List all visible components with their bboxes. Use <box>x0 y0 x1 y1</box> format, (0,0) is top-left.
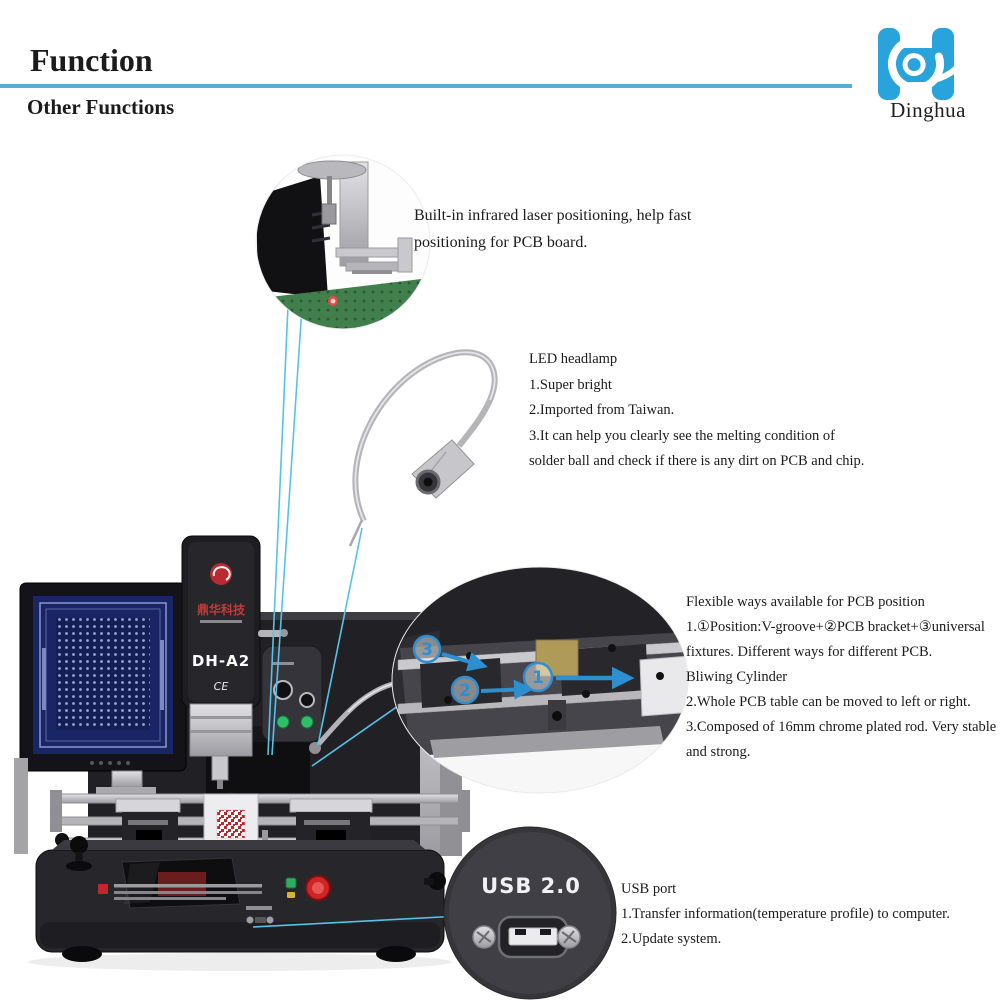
base-plate-logo <box>98 884 108 894</box>
pcb-position-line: Bliwing Cylinder <box>686 669 788 685</box>
connector-usb <box>252 915 461 928</box>
machine-monitor <box>14 582 187 854</box>
marker-2: 2 <box>459 681 471 701</box>
hot-air-head <box>189 703 253 789</box>
base-plate-textline <box>114 884 262 888</box>
pcb-position-title: Flexible ways available for PCB position <box>686 594 925 610</box>
page-subtitle: Other Functions <box>27 95 175 119</box>
callout-connector-lines <box>252 305 461 928</box>
brass-fixture <box>535 639 579 677</box>
marker-circle-3 <box>412 634 442 664</box>
connector-pcb-table <box>311 705 399 767</box>
callout-usb-photo: USB 2.0 <box>443 826 617 1000</box>
accent-divider <box>0 84 852 88</box>
tower-model-label: DH-A2 <box>192 652 250 670</box>
usb-line: 1.Transfer information(temperature profi… <box>621 906 950 922</box>
headlamp-photo <box>348 349 498 547</box>
laser-callout-text: Built-in infrared laser positioning, hel… <box>414 202 691 256</box>
page-title: Function <box>30 42 153 78</box>
marker-1: 1 <box>532 668 544 688</box>
marker-3: 3 <box>421 640 433 660</box>
qr-label <box>216 809 246 839</box>
usb-port-label: USB 2.0 <box>481 874 581 898</box>
dinghua-logo-icon <box>878 28 972 100</box>
laser-line: positioning for PCB board. <box>414 234 588 251</box>
headlamp-callout-text: LED headlamp 1.Super bright 2.Imported f… <box>529 347 864 475</box>
nozzle <box>211 755 229 781</box>
arrow-3 <box>441 651 488 672</box>
panel-knob <box>299 692 315 708</box>
pcb-position-line: and strong. <box>686 744 751 760</box>
connector-laser <box>271 306 303 756</box>
connector-headlamp <box>317 527 363 746</box>
usb-callout-text: USB port 1.Transfer information(temperat… <box>621 877 950 952</box>
heater-silhouette <box>256 176 328 298</box>
marker-circle-2 <box>450 675 480 705</box>
base-usb-port <box>255 917 266 923</box>
panel-green-button <box>276 715 290 729</box>
headlamp-line: 2.Imported from Taiwan. <box>529 402 675 418</box>
headlamp-line: 3.It can help you clearly see the meltin… <box>529 427 836 444</box>
machine-photo: 鼎华科技 DH-A2 CE <box>14 535 470 971</box>
power-button <box>285 877 297 889</box>
pcb-position-callout-text: Flexible ways available for PCB position… <box>686 590 996 765</box>
panel-green-button <box>300 715 314 729</box>
bracket-arm <box>335 247 407 258</box>
base-plate-textline <box>114 897 226 900</box>
headlamp-title: LED headlamp <box>529 351 618 367</box>
base-plate-textline <box>114 891 262 894</box>
logo-brand-text: Dinghua <box>890 98 966 122</box>
side-knob <box>428 872 446 890</box>
machine-foot <box>62 946 102 962</box>
callout-laser-photo <box>255 154 431 330</box>
joystick <box>70 836 88 854</box>
laser-line: Built-in infrared laser positioning, hel… <box>414 207 692 224</box>
headlamp-line: 1.Super bright <box>529 376 612 393</box>
pcb-position-line: 1.①Position:V-groove+②PCB bracket+③unive… <box>686 619 985 635</box>
usb-line: 2.Update system. <box>621 931 722 947</box>
callout-pcb-table-photo: 3 2 1 <box>391 566 689 794</box>
laser-module <box>321 203 337 225</box>
machine-foot <box>376 946 416 962</box>
ce-mark: CE <box>214 680 229 693</box>
lamp-gooseneck <box>352 349 498 523</box>
tower-brand-cn: 鼎华科技 <box>197 602 246 617</box>
connector-laser <box>267 305 289 756</box>
pcb-table-annotations: 3 2 1 <box>412 634 635 705</box>
usb-screw <box>472 925 496 949</box>
pcb-position-line: 3.Composed of 16mm chrome plated rod. Ve… <box>686 719 997 735</box>
arrow-2 <box>480 679 534 700</box>
laser-rod <box>327 176 332 208</box>
bga-grid-view <box>56 618 150 730</box>
monitor-stand <box>111 770 143 788</box>
machine-base <box>28 836 452 971</box>
table-rail <box>55 816 463 826</box>
headlamp-line: solder ball and check if there is any di… <box>529 453 865 469</box>
panel-knob <box>273 680 293 700</box>
heater-tower: 鼎华科技 DH-A2 CE <box>181 535 288 709</box>
pcb-position-line: fixtures. Different ways for different P… <box>686 644 933 660</box>
marker-circle-1 <box>522 661 554 693</box>
pcb-position-line: 2.Whole PCB table can be moved to left o… <box>686 694 971 710</box>
usb-title: USB port <box>621 881 677 897</box>
pcb-table <box>50 790 470 863</box>
usb-screw <box>557 925 581 949</box>
